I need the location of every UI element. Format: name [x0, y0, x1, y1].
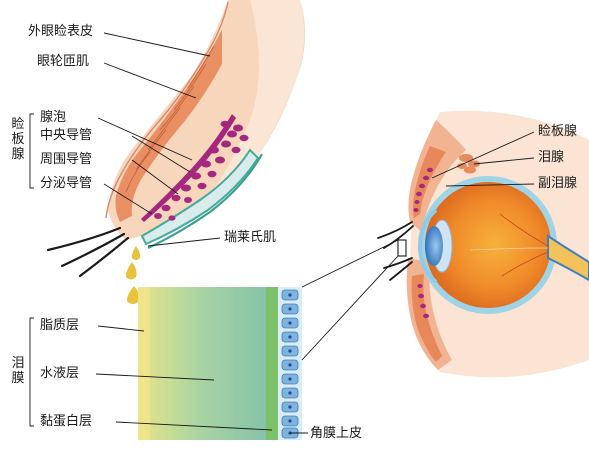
label-secretory-duct: 分泌导管 [40, 176, 92, 192]
label-tear-film: 泪膜 [11, 356, 25, 386]
label-lacrimal-gland: 泪腺 [538, 150, 564, 166]
label-peripheral-duct: 周围导管 [40, 152, 92, 168]
label-corneal-epithelium: 角膜上皮 [310, 426, 362, 442]
label-riolan-muscle: 瑞莱氏肌 [224, 230, 276, 246]
label-orbicularis: 眼轮匝肌 [37, 54, 89, 70]
lipid-layer-band [138, 287, 150, 440]
corneal-epithelium-cells [278, 287, 302, 440]
label-accessory-lacrimal: 副泪腺 [538, 176, 577, 192]
tear-film-layers [138, 287, 278, 440]
label-eyelid-skin: 外眼睑表皮 [28, 24, 93, 40]
label-mucin-layer: 黏蛋白层 [40, 414, 92, 430]
label-acinus: 腺泡 [40, 110, 66, 126]
magnify-connector-bottom [302, 256, 398, 360]
label-meibomian-gland: 睑板腺 [11, 117, 25, 162]
label-meibomian-gland-right: 睑板腺 [538, 124, 577, 140]
mucin-fringe [266, 287, 278, 440]
label-lipid-layer: 脂质层 [40, 318, 79, 334]
label-aqueous-layer: 水液层 [40, 366, 79, 382]
label-central-duct: 中央导管 [40, 128, 92, 144]
eyelashes [48, 228, 128, 276]
iris [425, 226, 443, 266]
tear-film-inset [138, 240, 398, 440]
magnified-region-marker [398, 240, 406, 256]
magnify-connector-top [302, 240, 398, 287]
